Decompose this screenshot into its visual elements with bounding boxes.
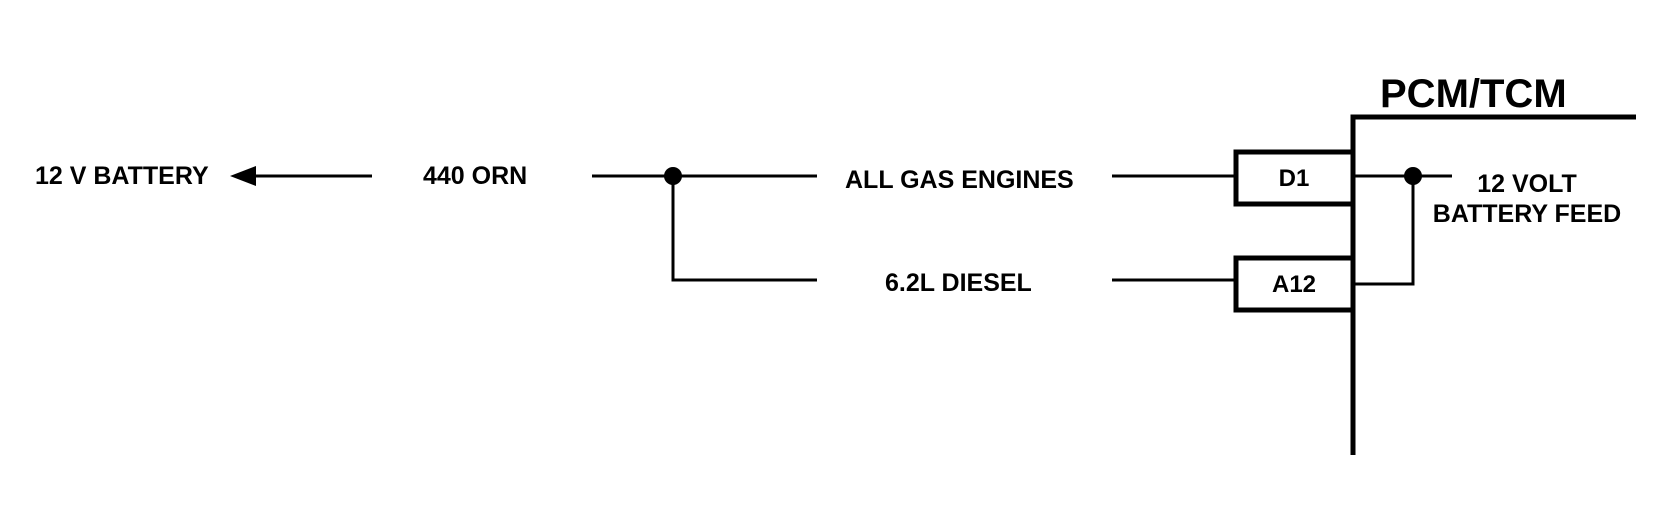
wire-label: 440 ORN [423,162,527,190]
battery-feed-label-line2: BATTERY FEED [1433,200,1621,228]
battery-label: 12 V BATTERY [35,162,209,190]
battery-feed-label-line1: 12 VOLT [1477,170,1577,198]
pin-a12-label: A12 [1272,271,1316,298]
module-title: PCM/TCM [1380,72,1567,116]
internal-feed-branch [1355,176,1415,286]
pin-d1-label: D1 [1279,165,1310,192]
battery-arrow-head [230,166,256,186]
module-boundary [1350,114,1636,455]
pin-d1-box [1233,149,1356,207]
diesel-label: 6.2L DIESEL [885,269,1032,297]
pin-a12-box [1233,255,1356,313]
gas-engines-label: ALL GAS ENGINES [845,166,1074,194]
diesel-branch-wire-left [671,176,817,282]
